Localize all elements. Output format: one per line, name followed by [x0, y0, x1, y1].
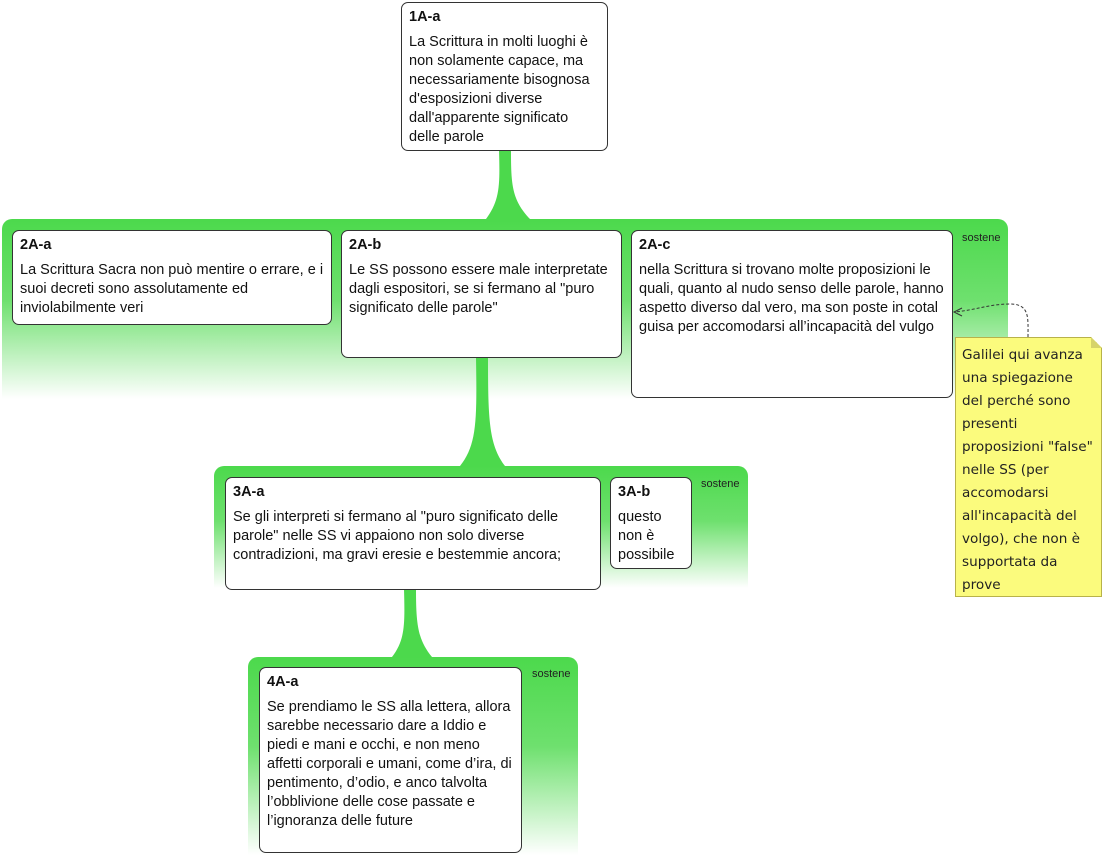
node-2A-a[interactable]: 2A-a La Scrittura Sacra non può mentire …	[12, 230, 332, 325]
note-fold-corner	[1091, 337, 1102, 348]
node-3A-b[interactable]: 3A-b questo non è possibile	[610, 477, 692, 569]
node-id: 2A-c	[639, 237, 671, 253]
node-4A-a[interactable]: 4A-a Se prendiamo le SS alla lettera, al…	[259, 667, 522, 853]
node-text: La Scrittura Sacra non può mentire o err…	[20, 262, 324, 316]
node-text: Se gli interpreti si fermano al "puro si…	[233, 509, 562, 563]
note-text: Galilei qui avanza una spiegazione del p…	[962, 347, 1093, 593]
node-text: Se prendiamo le SS alla lettera, allora …	[267, 699, 512, 829]
band-label-2: sostene	[962, 232, 1001, 244]
node-id: 1A-a	[409, 9, 441, 25]
node-id: 2A-a	[20, 237, 52, 253]
stem-3Aa-4	[392, 589, 432, 657]
node-id: 2A-b	[349, 237, 382, 253]
band-label-3: sostene	[701, 478, 740, 490]
comment-note[interactable]: Galilei qui avanza una spiegazione del p…	[955, 337, 1102, 597]
node-id: 3A-a	[233, 484, 265, 500]
node-2A-b[interactable]: 2A-b Le SS possono essere male interpret…	[341, 230, 622, 358]
node-text: Le SS possono essere male interpretate d…	[349, 262, 608, 316]
node-id: 3A-b	[618, 484, 651, 500]
node-3A-a[interactable]: 3A-a Se gli interpreti si fermano al "pu…	[225, 477, 601, 590]
stem-1A-2	[486, 150, 530, 219]
node-1A-a[interactable]: 1A-a La Scrittura in molti luoghi è non …	[401, 2, 608, 151]
node-text: questo non è possibile	[618, 509, 675, 563]
note-link-arrow	[954, 303, 1029, 338]
stem-2Ab-3	[460, 357, 505, 466]
node-id: 4A-a	[267, 674, 299, 690]
node-text: nella Scrittura si trovano molte proposi…	[639, 262, 944, 335]
node-2A-c[interactable]: 2A-c nella Scrittura si trovano molte pr…	[631, 230, 953, 398]
node-text: La Scrittura in molti luoghi è non solam…	[409, 34, 590, 145]
band-label-4: sostene	[532, 668, 571, 680]
